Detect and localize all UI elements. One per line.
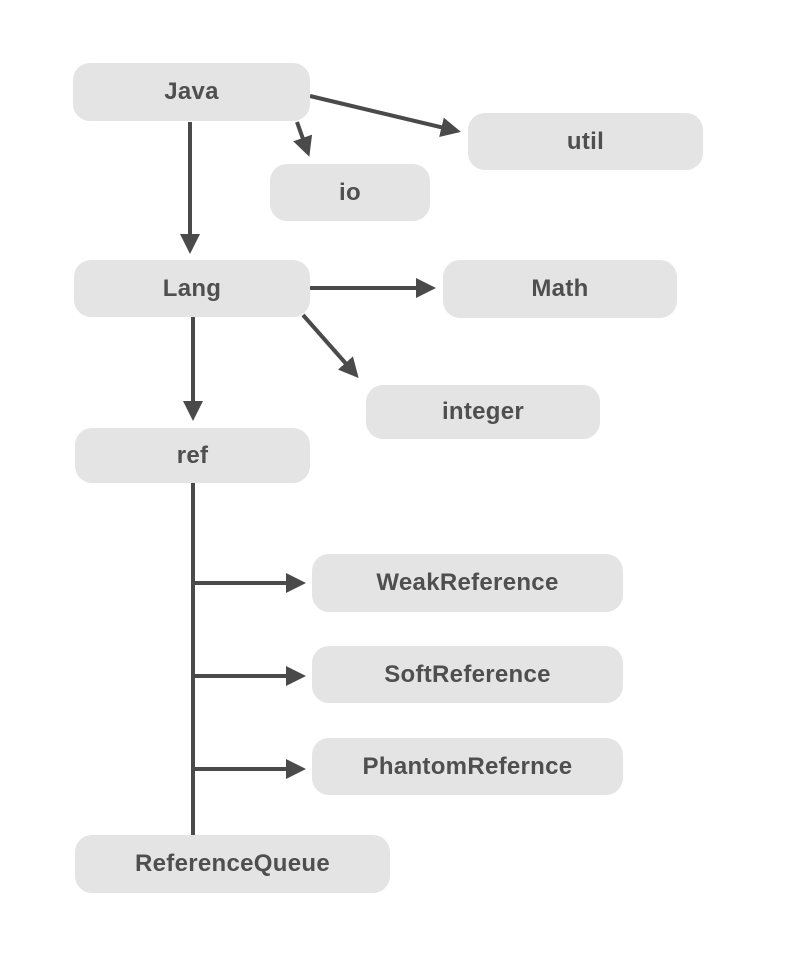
node-util: util bbox=[468, 113, 703, 170]
node-phantomreference-label: PhantomRefernce bbox=[362, 752, 573, 780]
node-lang: Lang bbox=[74, 260, 310, 317]
node-referencequeue: ReferenceQueue bbox=[75, 835, 390, 893]
node-util-label: util bbox=[566, 127, 605, 155]
node-weakreference: WeakReference bbox=[312, 554, 623, 612]
node-integer-label: integer bbox=[441, 398, 525, 425]
node-lang-label: Lang bbox=[162, 274, 222, 302]
node-java: Java bbox=[73, 63, 310, 121]
node-integer: integer bbox=[366, 385, 600, 439]
edge-java-io bbox=[293, 121, 313, 157]
node-softreference-label: SoftReference bbox=[384, 660, 551, 688]
node-softreference: SoftReference bbox=[312, 646, 623, 703]
node-ref: ref bbox=[75, 428, 310, 483]
edge-lang-integer bbox=[301, 313, 359, 378]
node-math: Math bbox=[443, 260, 677, 318]
node-phantomreference: PhantomRefernce bbox=[312, 738, 623, 795]
node-math-label: Math bbox=[531, 275, 589, 302]
node-io-label: io bbox=[339, 178, 361, 206]
node-weakreference-label: WeakReference bbox=[376, 569, 559, 596]
node-ref-label: ref bbox=[176, 441, 209, 469]
node-referencequeue-label: ReferenceQueue bbox=[135, 850, 330, 877]
node-java-label: Java bbox=[164, 78, 219, 105]
edge-java-util bbox=[309, 94, 461, 138]
node-io: io bbox=[270, 164, 430, 221]
